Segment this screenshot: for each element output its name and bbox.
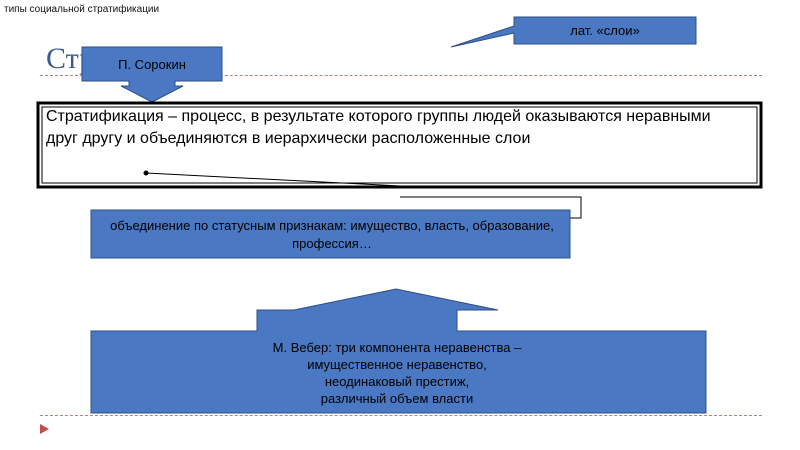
play-triangle-icon[interactable] (40, 424, 49, 434)
definition-text: Стратификация – процесс, в результате ко… (46, 108, 711, 147)
sorokin-callout-shape (81, 46, 223, 103)
title-divider-bottom (40, 415, 762, 416)
weber-callout-shape (90, 288, 707, 414)
status-box-shape (90, 209, 571, 259)
page-header: типы социальной стратификации (4, 4, 160, 15)
definition-frame (36, 101, 763, 189)
latin-callout-label: лат. «слои» (570, 23, 640, 38)
weber-line-3: неодинаковый престиж, (324, 374, 470, 389)
weber-line-2: имущественное неравенство, (307, 357, 487, 372)
weber-line-1: М. Вебер: три компонента неравенства – (272, 340, 522, 355)
weber-line-4: различный объем власти (320, 391, 474, 406)
status-box-label: объединение по статусным признакам: имущ… (110, 218, 554, 251)
sorokin-callout-label: П. Сорокин (118, 56, 186, 72)
connector-line (143, 170, 582, 219)
title-divider-top (40, 75, 762, 76)
weber-box-label: М. Вебер: три компонента неравенства – и… (92, 332, 702, 414)
latin-callout-shape (450, 16, 697, 48)
